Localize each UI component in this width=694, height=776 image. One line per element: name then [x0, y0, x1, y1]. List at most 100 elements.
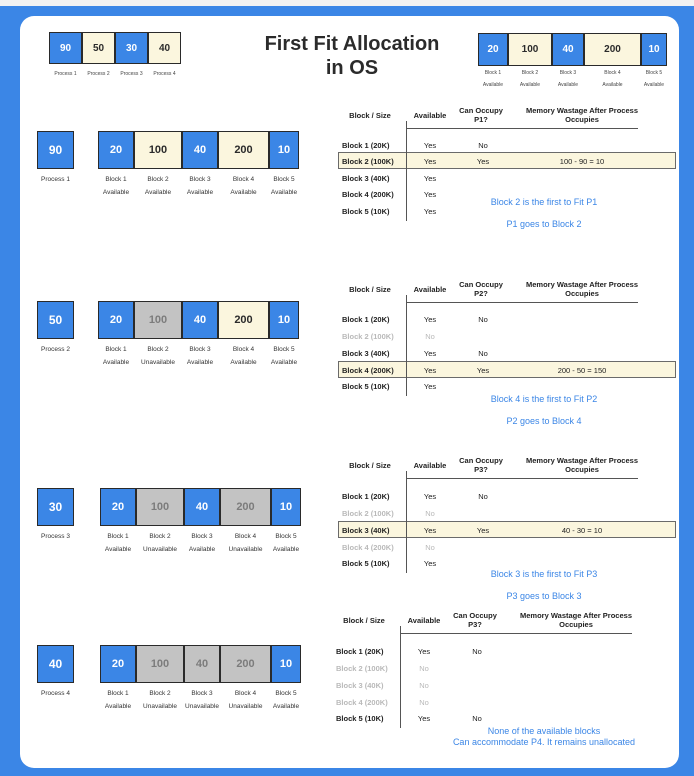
- section-4-table-divider-h: [400, 633, 632, 634]
- section-1-block-2-label: Block 2: [147, 176, 169, 183]
- section-2-block-1-status: Available: [102, 359, 130, 366]
- section-2-process-cell: 50: [37, 301, 74, 339]
- section-2-th-available: Available: [413, 285, 447, 294]
- section-2-th-block: Block / Size: [349, 285, 391, 294]
- section-2-block-1-cell: 20: [98, 301, 134, 339]
- section-1-row-5-block: Block 5 (10K): [342, 207, 390, 216]
- section-2-row-3-occupy: No: [478, 349, 488, 358]
- header-process-3-cell: 30: [115, 32, 148, 64]
- section-4-block-1-status: Available: [104, 703, 132, 710]
- section-3-block-3-status: Available: [188, 546, 216, 553]
- section-4-th-block: Block / Size: [343, 616, 385, 625]
- section-1-th-wastage: Memory Wastage After Process Occupies: [526, 106, 638, 124]
- section-4-block-3-status: Unavailable: [185, 703, 219, 710]
- section-1-row-3-block: Block 3 (40K): [342, 174, 390, 183]
- section-2-row-2-available: No: [425, 332, 435, 341]
- section-4-note-1: None of the available blocks: [487, 726, 601, 736]
- section-4-block-4-label: Block 4: [234, 690, 257, 697]
- section-2-row-1-block: Block 1 (20K): [342, 315, 390, 324]
- section-1-th-block: Block / Size: [349, 111, 391, 120]
- section-1-note-1: Block 2 is the first to Fit P1: [490, 197, 598, 207]
- section-4-row-4-block: Block 4 (200K): [336, 698, 388, 707]
- section-1-block-2-status: Available: [144, 189, 172, 196]
- section-4-block-3-label: Block 3: [191, 690, 213, 697]
- section-4-block-1-cell: 20: [100, 645, 136, 683]
- section-3-row-1-occupy: No: [478, 492, 488, 501]
- section-4-block-5-cell: 10: [271, 645, 301, 683]
- section-4-row-2-block: Block 2 (100K): [336, 664, 388, 673]
- section-4-block-4-cell: 200: [220, 645, 271, 683]
- section-4-block-2-status: Unavailable: [143, 703, 177, 710]
- section-4-row-3-block: Block 3 (40K): [336, 681, 384, 690]
- section-1-block-1-status: Available: [102, 189, 130, 196]
- section-1-block-5-label: Block 5: [273, 176, 295, 183]
- section-1-row-2-occupy: Yes: [476, 157, 490, 166]
- section-4-block-4-status: Unavailable: [228, 703, 263, 710]
- section-2-block-3-status: Available: [186, 359, 214, 366]
- section-1-row-3-available: Yes: [423, 174, 437, 183]
- header-block-5-status: Available: [643, 82, 665, 88]
- section-3-row-5-available: Yes: [423, 559, 437, 568]
- section-2-th-occupy: Can Occupy P2?: [459, 280, 503, 298]
- section-1-block-3-label: Block 3: [189, 176, 211, 183]
- section-4-block-5-status: Available: [272, 703, 300, 710]
- section-3-row-3-occupy: Yes: [476, 526, 490, 535]
- section-4-row-4-available: No: [419, 698, 429, 707]
- section-3-row-3-wastage: 40 - 30 = 10: [561, 526, 603, 535]
- header-block-3-cell: 40: [552, 33, 584, 66]
- section-2-block-4-status: Available: [230, 359, 257, 366]
- section-1-block-3-cell: 40: [182, 131, 218, 169]
- title-line-2: in OS: [325, 57, 379, 79]
- header-block-5-cell: 10: [641, 33, 667, 66]
- section-1-highlight-row: [338, 152, 676, 169]
- section-1-row-1-available: Yes: [423, 141, 437, 150]
- header-block-5-label: Block 5: [645, 70, 663, 76]
- section-3-row-3-block: Block 3 (40K): [342, 526, 390, 535]
- section-3-row-4-block: Block 4 (200K): [342, 543, 394, 552]
- section-2-block-3-cell: 40: [182, 301, 218, 339]
- section-4-note-2: Can accommodate P4. It remains unallocat…: [452, 737, 636, 747]
- header-process-4-label: Process 4: [153, 71, 176, 77]
- header-process-4-cell: 40: [148, 32, 181, 64]
- section-1-row-1-block: Block 1 (20K): [342, 141, 390, 150]
- section-2-block-5-status: Available: [270, 359, 298, 366]
- section-2-process-label: Process 2: [41, 346, 70, 353]
- section-1-th-available: Available: [413, 111, 447, 120]
- section-4-row-5-block: Block 5 (10K): [336, 714, 384, 723]
- section-3-row-4-available: No: [425, 543, 435, 552]
- section-4-row-3-available: No: [419, 681, 429, 690]
- section-3-block-4-cell: 200: [220, 488, 271, 526]
- section-2-row-5-available: Yes: [423, 382, 437, 391]
- section-3-note-1: Block 3 is the first to Fit P3: [490, 569, 598, 579]
- section-4-row-5-occupy: No: [472, 714, 482, 723]
- section-3-row-2-available: No: [425, 509, 435, 518]
- section-3-row-5-block: Block 5 (10K): [342, 559, 390, 568]
- section-4-block-1-label: Block 1: [107, 690, 129, 697]
- section-1-th-occupy: Can Occupy P1?: [459, 106, 503, 124]
- header-block-1-status: Available: [482, 82, 504, 88]
- section-4-row-1-occupy: No: [472, 647, 482, 656]
- section-3-process-label: Process 3: [41, 533, 70, 540]
- section-2-block-2-status: Unavailable: [141, 359, 175, 366]
- section-3-row-2-block: Block 2 (100K): [342, 509, 394, 518]
- header-block-1-label: Block 1: [484, 70, 502, 76]
- header-block-2-cell: 100: [508, 33, 552, 66]
- section-4-th-occupy: Can Occupy P3?: [453, 611, 497, 629]
- header-process-1-cell: 90: [49, 32, 82, 64]
- section-1-table-divider-v: [406, 121, 407, 221]
- title-line-1: First Fit Allocation: [264, 33, 440, 55]
- section-2-table-divider-h: [406, 302, 638, 303]
- section-3-block-1-label: Block 1: [107, 533, 129, 540]
- section-2-note-1: Block 4 is the first to Fit P2: [490, 394, 598, 404]
- section-4-row-5-available: Yes: [417, 714, 431, 723]
- section-1-row-2-available: Yes: [423, 157, 437, 166]
- section-3-row-1-available: Yes: [423, 492, 437, 501]
- section-2-block-2-label: Block 2: [147, 346, 169, 353]
- header-process-2-label: Process 2: [87, 71, 110, 77]
- header-block-2-label: Block 2: [521, 70, 539, 76]
- section-1-row-2-wastage: 100 - 90 = 10: [559, 157, 605, 166]
- header-block-4-label: Block 4: [604, 70, 621, 76]
- section-2-row-4-available: Yes: [423, 366, 437, 375]
- section-4-row-1-block: Block 1 (20K): [336, 647, 384, 656]
- section-2-block-5-cell: 10: [269, 301, 299, 339]
